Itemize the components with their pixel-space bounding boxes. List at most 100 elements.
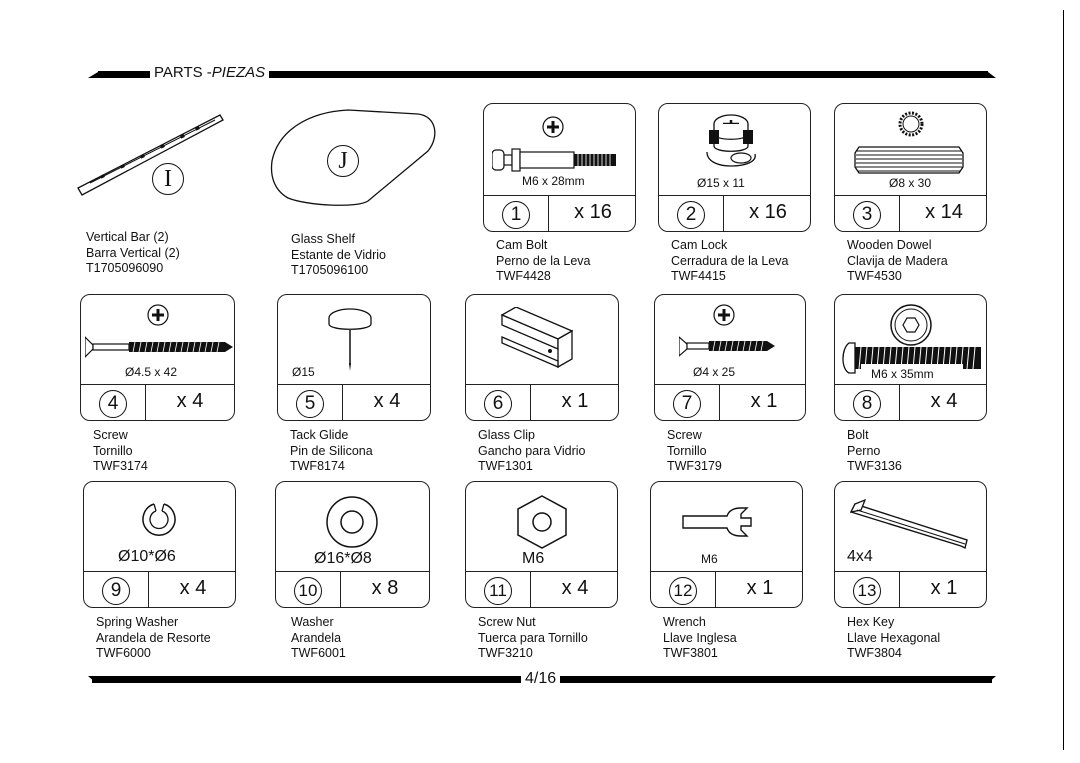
part-quantity: x 4	[373, 390, 401, 412]
divider	[278, 384, 430, 386]
label-es: Perno de la Leva	[496, 253, 591, 268]
divider	[899, 384, 901, 420]
divider	[651, 571, 802, 573]
part-label-4: Screw Tornillo TWF3174	[93, 428, 148, 475]
divider	[723, 195, 725, 231]
header-title: PARTS -PIEZAS	[150, 64, 270, 81]
label-en: Bolt	[847, 428, 869, 442]
label-code: TWF3179	[667, 459, 722, 473]
label-es: Arandela de Resorte	[96, 630, 211, 645]
hex-nut-icon	[517, 495, 567, 549]
part-quantity: x 16	[749, 201, 787, 223]
part-number: 12	[669, 577, 697, 605]
part-dimension: Ø10*Ø6	[118, 548, 176, 565]
part-letter-j: J	[327, 145, 359, 177]
part-number: 10	[294, 577, 322, 605]
divider	[548, 195, 550, 231]
label-es: Tornillo	[93, 443, 133, 458]
label-en: Tack Glide	[290, 428, 349, 442]
divider	[276, 571, 429, 573]
part-box-13: 4x4 13 x 1	[834, 481, 987, 608]
part-box-5: Ø15 5 x 4	[277, 294, 431, 421]
part-quantity: x 4	[561, 577, 589, 599]
cam-lock-icon	[706, 114, 756, 167]
part-label-5: Tack Glide Pin de Silicona TWF8174	[290, 428, 373, 475]
part-number: 2	[677, 201, 705, 229]
part-dimension: M6 x 28mm	[522, 174, 585, 188]
divider	[835, 195, 986, 197]
divider	[835, 571, 986, 573]
part-quantity: x 16	[574, 201, 612, 223]
part-quantity: x 4	[930, 390, 958, 412]
label-es: Clavija de Madera	[847, 253, 948, 268]
part-label-6: Glass Clip Gancho para Vidrio TWF1301	[478, 428, 585, 475]
label-en: Screw	[667, 428, 702, 442]
part-number: 11	[484, 577, 512, 605]
label-code: TWF3174	[93, 459, 148, 473]
part-number: 6	[484, 390, 512, 418]
divider	[719, 384, 721, 420]
divider	[655, 384, 805, 386]
divider	[466, 571, 617, 573]
part-dimension: 4x4	[847, 548, 873, 565]
part-box-6: 6 x 1	[465, 294, 619, 421]
label-en: Wooden Dowel	[847, 238, 932, 252]
header-title-en: PARTS -	[154, 64, 212, 81]
part-box-3: Ø8 x 30 3 x 14	[834, 103, 987, 232]
part-dimension: M6	[701, 552, 718, 566]
label-code: TWF4530	[847, 269, 902, 283]
divider	[145, 384, 147, 420]
part-box-11: M6 11 x 4	[465, 481, 618, 608]
label-code: TWF6001	[291, 646, 346, 660]
label-es: Tornillo	[667, 443, 707, 458]
washer-icon	[326, 496, 378, 548]
parts-header: PARTS -PIEZAS	[88, 64, 996, 82]
label-es: Cerradura de la Leva	[671, 253, 789, 268]
part-number: 4	[99, 390, 127, 418]
label-es: Estante de Vidrio	[291, 247, 386, 262]
header-bar	[88, 71, 996, 78]
page-edge-line	[1063, 10, 1064, 750]
part-box-10: Ø16*Ø8 10 x 8	[275, 481, 430, 608]
part-box-1: M6 x 28mm 1 x 16	[483, 103, 636, 232]
part-dimension: Ø8 x 30	[889, 176, 932, 190]
part-label-10: Washer Arandela TWF6001	[291, 615, 346, 662]
wooden-dowel-icon	[854, 111, 964, 174]
divider	[84, 571, 235, 573]
part-quantity: x 1	[746, 577, 774, 599]
label-en: Cam Bolt	[496, 238, 548, 252]
part-quantity: x 1	[750, 390, 778, 412]
part-label-12: Wrench Llave Inglesa TWF3801	[663, 615, 737, 662]
part-label-7: Screw Tornillo TWF3179	[667, 428, 722, 475]
part-label-13: Hex Key Llave Hexagonal TWF3804	[847, 615, 940, 662]
label-en: Wrench	[663, 615, 706, 629]
label-es: Arandela	[291, 630, 342, 645]
part-box-9: Ø10*Ø6 9 x 4	[83, 481, 236, 608]
label-en: Cam Lock	[671, 238, 728, 252]
glass-shelf-label: Glass Shelf Estante de Vidrio T170509610…	[291, 232, 386, 279]
part-number: 1	[502, 201, 530, 229]
label-code: TWF1301	[478, 459, 533, 473]
part-dimension: Ø4 x 25	[693, 365, 736, 379]
part-label-2: Cam Lock Cerradura de la Leva TWF4415	[671, 238, 788, 285]
label-code: TWF3804	[847, 646, 902, 660]
label-code: TWF3136	[847, 459, 902, 473]
divider	[899, 195, 901, 231]
part-quantity: x 14	[925, 201, 963, 223]
bolt-icon	[842, 304, 981, 378]
label-es: Llave Hexagonal	[847, 630, 941, 645]
label-code: TWF3210	[478, 646, 533, 660]
label-en: Glass Clip	[478, 428, 535, 442]
screw-icon	[679, 304, 775, 357]
label-code: T1705096100	[291, 263, 369, 277]
hex-key-icon	[849, 498, 968, 550]
part-box-7: Ø4 x 25 7 x 1	[654, 294, 806, 421]
header-title-es: PIEZAS	[211, 64, 266, 81]
part-box-2: Ø15 x 11 2 x 16	[658, 103, 811, 232]
vertical-bar-illustration	[77, 114, 224, 198]
spring-washer-icon	[142, 503, 176, 536]
part-letter-i: I	[152, 163, 184, 195]
label-code: T1705096090	[86, 261, 164, 275]
label-es: Gancho para Vidrio	[478, 443, 586, 458]
part-label-1: Cam Bolt Perno de la Leva TWF4428	[496, 238, 591, 285]
